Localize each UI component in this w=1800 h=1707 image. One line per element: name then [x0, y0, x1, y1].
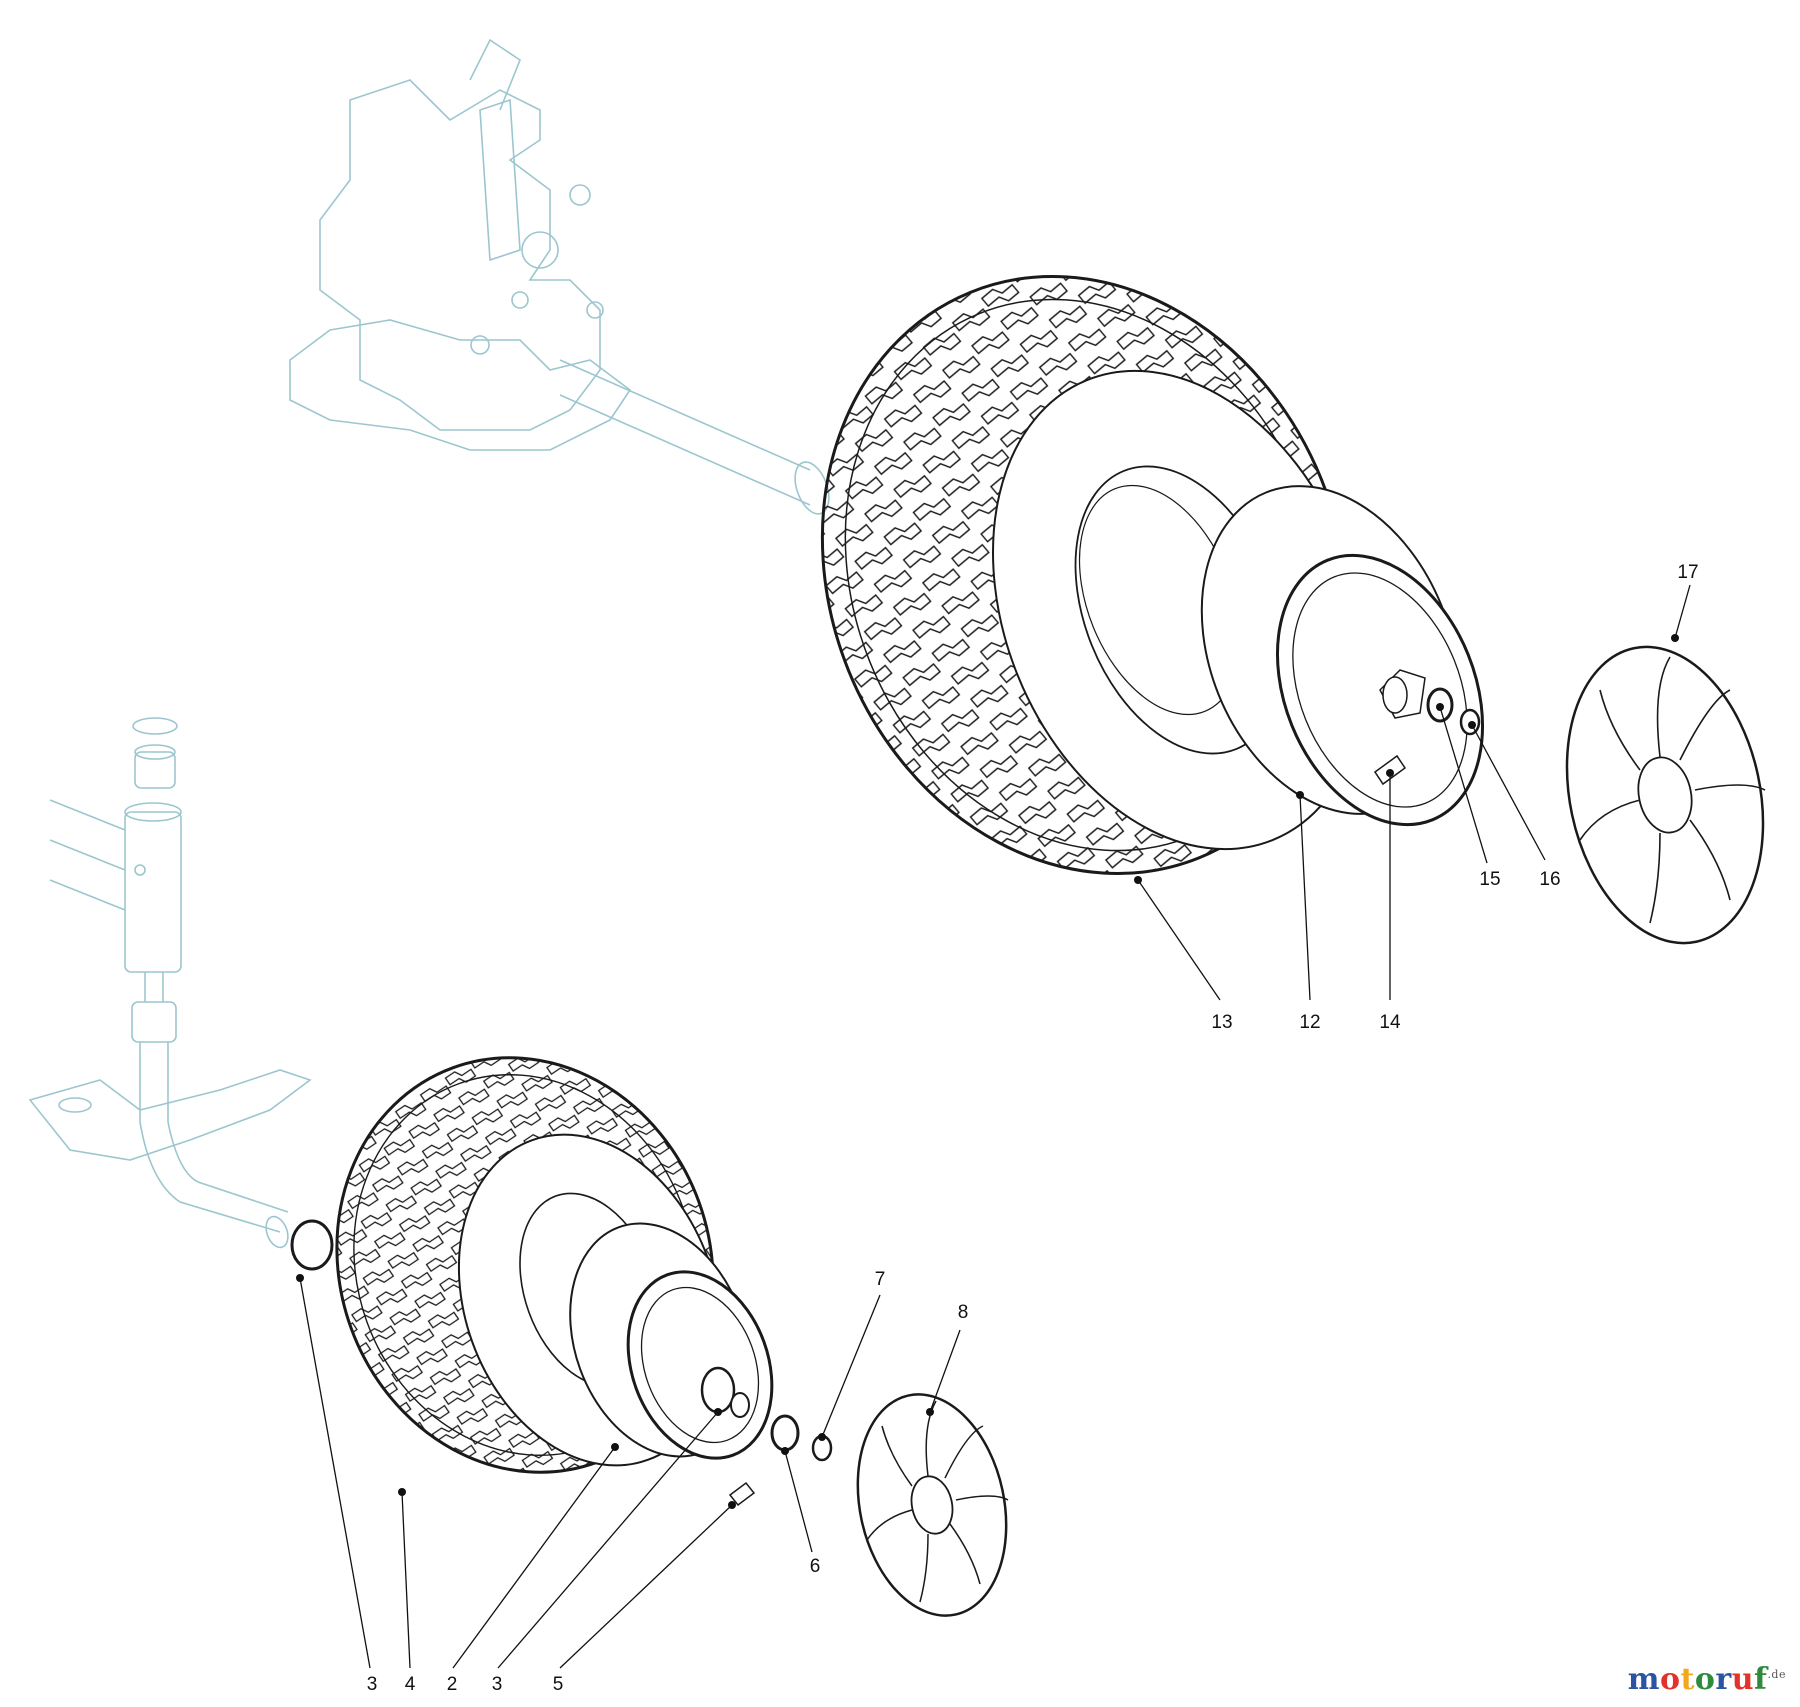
callout-14: 14 [1379, 1012, 1401, 1033]
transmission-ghost [289, 38, 830, 515]
watermark-letter: t [1680, 1662, 1695, 1697]
front-axle-ghost [28, 717, 312, 1249]
callout-7: 7 [875, 1269, 886, 1290]
watermark-letter: o [1660, 1662, 1681, 1697]
callout-labels: 17 15 16 13 12 14 7 8 6 3 4 2 3 5 [367, 562, 1699, 1695]
callout-15: 15 [1479, 869, 1500, 890]
watermark-letter: o [1694, 1662, 1716, 1697]
watermark-letter: f [1754, 1662, 1768, 1697]
callout-16: 16 [1539, 869, 1560, 890]
callout-12: 12 [1299, 1012, 1320, 1033]
rear-wheel-assembly [820, 275, 1485, 875]
callout-13: 13 [1211, 1012, 1232, 1033]
watermark-letter: r [1715, 1662, 1732, 1697]
callout-5: 5 [553, 1674, 564, 1695]
callout-6: 6 [810, 1556, 821, 1577]
callout-2: 2 [447, 1674, 458, 1695]
callout-4: 4 [405, 1674, 416, 1695]
callout-8: 8 [958, 1302, 969, 1323]
callout-3b: 3 [492, 1674, 503, 1695]
watermark-logo: motoruf.de [1628, 1662, 1786, 1697]
leader-lines [296, 584, 1691, 1669]
front-wheel-assembly [290, 1056, 833, 1507]
callout-17: 17 [1677, 562, 1698, 583]
watermark-suffix: .de [1767, 1668, 1786, 1681]
watermark-letter: m [1627, 1662, 1661, 1697]
rear-hubcap [1565, 645, 1766, 945]
front-hubcap [856, 1393, 1009, 1617]
watermark-letter: u [1731, 1662, 1755, 1697]
callout-3a: 3 [367, 1674, 378, 1695]
